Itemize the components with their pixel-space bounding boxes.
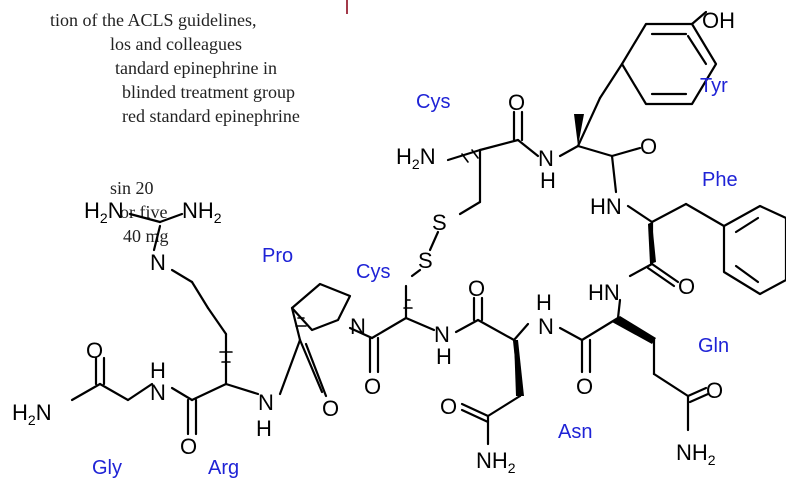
atom-oh: OH bbox=[702, 8, 735, 33]
stereo-wedge-tyr bbox=[574, 114, 584, 146]
atom-n-gly: N bbox=[150, 380, 166, 405]
bond-skeleton bbox=[70, 10, 786, 446]
atom-hn-phe: HN bbox=[590, 194, 622, 219]
stereo-hash-bonds bbox=[219, 149, 479, 363]
atom-o-asn-side: O bbox=[440, 394, 457, 419]
atom-o-cys2: O bbox=[364, 374, 381, 399]
atom-o-gly: O bbox=[86, 338, 103, 363]
atom-nh2-guan: NH2 bbox=[182, 198, 222, 226]
residue-label-pro: Pro bbox=[262, 245, 293, 267]
residue-label-arg: Arg bbox=[208, 457, 239, 479]
atom-o-pro: O bbox=[322, 396, 339, 421]
atom-o-cys1: O bbox=[508, 90, 525, 115]
atom-o-arg: O bbox=[180, 434, 197, 459]
atom-s-1: S bbox=[432, 210, 447, 235]
residue-label-gln: Gln bbox=[698, 335, 729, 357]
atom-h2n-guan: H2N bbox=[84, 198, 124, 226]
atom-o-tyr: O bbox=[640, 134, 657, 159]
stereo-wedge-asn bbox=[514, 340, 524, 396]
residue-label-phe: Phe bbox=[702, 169, 738, 191]
atom-nh2-asn: NH2 bbox=[476, 448, 516, 476]
doc-line-4: blinded treatment group bbox=[122, 82, 295, 102]
doc-line-7: or five bbox=[120, 202, 168, 222]
doc-line-3: tandard epinephrine in bbox=[115, 58, 277, 78]
stereo-wedge-gln bbox=[612, 316, 656, 344]
atom-o-asn-back: O bbox=[468, 276, 485, 301]
stereo-wedge-phe bbox=[648, 222, 656, 264]
doc-line-6: sin 20 bbox=[110, 178, 154, 198]
atom-n-gln: N bbox=[538, 314, 554, 339]
atom-h-asn: H bbox=[436, 344, 452, 369]
atom-o-gln-back: O bbox=[576, 374, 593, 399]
atom-n-guan: N bbox=[150, 250, 166, 275]
atom-hn-gln: HN bbox=[588, 280, 620, 305]
document-text-fragment: tion of the ACLS guidelines, los and col… bbox=[0, 0, 330, 270]
residue-label-cys-1: Cys bbox=[416, 91, 450, 113]
atom-h-gln: H bbox=[536, 290, 552, 315]
atom-h-gly: H bbox=[150, 358, 166, 383]
atom-n-tyr: N bbox=[538, 146, 554, 171]
atom-n-asn: N bbox=[434, 322, 450, 347]
atom-h2n-cys: H2N bbox=[396, 144, 436, 172]
atom-nh2-gln: NH2 bbox=[676, 440, 716, 468]
doc-line-1: tion of the ACLS guidelines, bbox=[50, 10, 257, 30]
atom-h2n-gly: H2N bbox=[12, 400, 52, 428]
residue-label-cys-2: Cys bbox=[356, 261, 390, 283]
residue-label-gly: Gly bbox=[92, 457, 122, 479]
atom-s-2: S bbox=[418, 248, 433, 273]
residue-label-asn: Asn bbox=[558, 421, 592, 443]
page-edge-mark bbox=[346, 0, 348, 14]
doc-line-2: los and colleagues bbox=[110, 34, 242, 54]
residue-labels: Cys Tyr Phe Pro Cys Gln Asn Gly Arg bbox=[92, 75, 738, 479]
atom-n-arg: N bbox=[258, 390, 274, 415]
atom-labels: OH H2N O N H O HN S S O HN O H N O O NH2… bbox=[12, 8, 735, 476]
residue-label-tyr: Tyr bbox=[700, 75, 728, 97]
atom-o-phe: O bbox=[678, 274, 695, 299]
doc-line-5: red standard epinephrine bbox=[122, 106, 300, 126]
atom-n-pro: N bbox=[350, 314, 366, 339]
atom-h-tyr: H bbox=[540, 168, 556, 193]
atom-h-arg: H bbox=[256, 416, 272, 441]
atom-o-gln-side: O bbox=[706, 378, 723, 403]
